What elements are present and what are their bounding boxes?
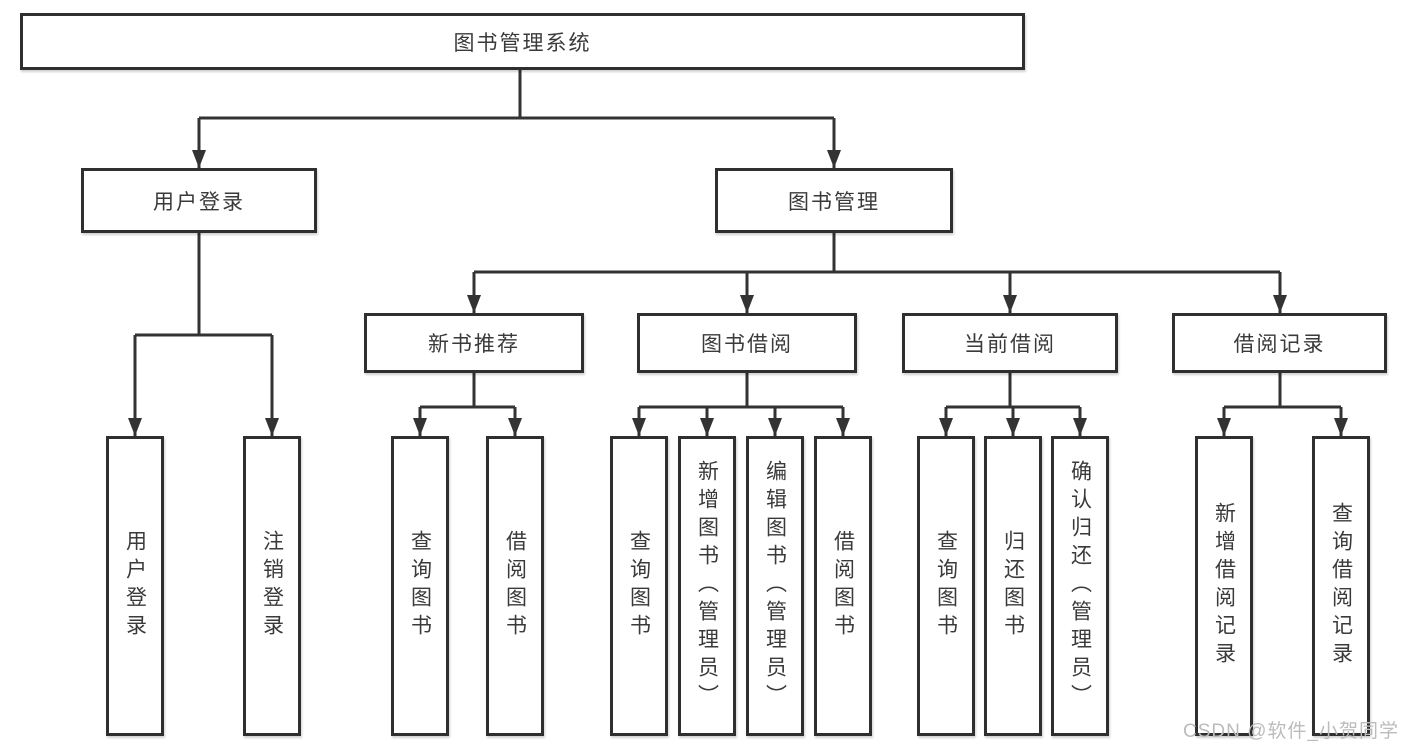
csdn-watermark: CSDN @软件_小贺同学 <box>1183 721 1399 742</box>
leaf-bb-add-book-admin: 新增图书（管理员） <box>678 436 736 736</box>
leaf-br-query-record: 查询借阅记录 <box>1312 436 1370 736</box>
leaf-nbr-query-book: 查询图书 <box>391 436 449 736</box>
node-label: 用户登录 <box>153 190 245 214</box>
node-label: 图书管理 <box>788 190 880 214</box>
node-new-book-recommend: 新书推荐 <box>364 313 584 373</box>
node-label: 编辑图书（管理员） <box>763 460 787 712</box>
node-borrow-record: 借阅记录 <box>1172 313 1387 373</box>
node-current-borrow: 当前借阅 <box>902 313 1118 373</box>
node-label: 注销登录 <box>260 530 284 642</box>
node-root: 图书管理系统 <box>20 13 1025 70</box>
node-label: 查询图书 <box>408 530 432 642</box>
leaf-bb-query-book: 查询图书 <box>610 436 668 736</box>
leaf-cb-query-book: 查询图书 <box>917 436 975 736</box>
leaf-user-login: 用户登录 <box>106 436 164 736</box>
node-label: 确认归还（管理员） <box>1068 460 1092 712</box>
node-label: 归还图书 <box>1001 530 1025 642</box>
node-label: 查询图书 <box>627 530 651 642</box>
leaf-cb-confirm-return-admin: 确认归还（管理员） <box>1051 436 1109 736</box>
node-label: 图书管理系统 <box>453 31 592 55</box>
node-label: 借阅记录 <box>1233 333 1326 356</box>
node-label: 查询图书 <box>934 530 958 642</box>
leaf-br-add-record: 新增借阅记录 <box>1195 436 1253 736</box>
node-label: 借阅图书 <box>503 530 527 642</box>
leaf-cb-return-book: 归还图书 <box>984 436 1042 736</box>
leaf-bb-edit-book-admin: 编辑图书（管理员） <box>746 436 804 736</box>
node-label: 新书推荐 <box>428 333 520 356</box>
node-label: 新增图书（管理员） <box>695 460 719 712</box>
node-label: 当前借阅 <box>964 333 1056 356</box>
leaf-logout: 注销登录 <box>243 436 301 736</box>
node-label: 借阅图书 <box>831 530 855 642</box>
node-book-management: 图书管理 <box>715 168 953 233</box>
leaf-nbr-borrow-book: 借阅图书 <box>486 436 544 736</box>
node-user-login: 用户登录 <box>81 168 317 233</box>
node-label: 查询借阅记录 <box>1329 502 1353 670</box>
node-label: 新增借阅记录 <box>1212 502 1236 670</box>
node-label: 图书借阅 <box>701 333 793 356</box>
node-book-borrow: 图书借阅 <box>637 313 857 373</box>
node-label: 用户登录 <box>123 530 147 642</box>
leaf-bb-borrow-book: 借阅图书 <box>814 436 872 736</box>
